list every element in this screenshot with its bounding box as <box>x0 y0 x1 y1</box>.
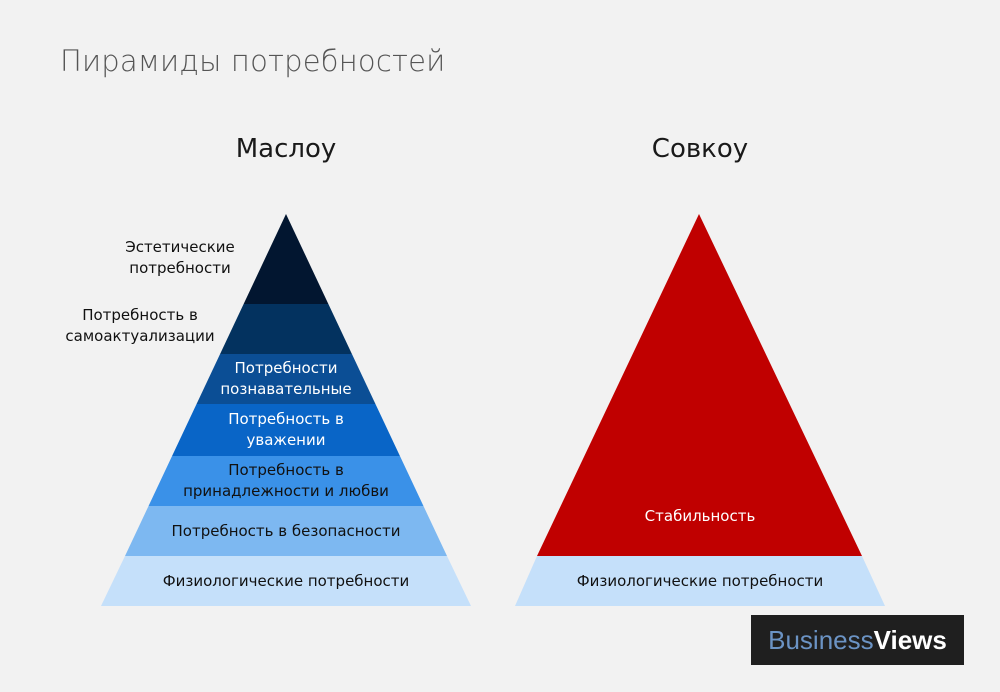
maslow-level-7 <box>101 556 471 606</box>
maslow-level-3-label: Потребности познавательные <box>220 359 352 398</box>
maslow-level-6 <box>125 506 447 556</box>
maslow-title: Маслоу <box>235 134 337 164</box>
maslow-level-4 <box>172 404 400 456</box>
sovok-level-2 <box>515 556 885 606</box>
maslow-level-1-label: Эстетические потребности <box>125 238 235 277</box>
maslow-pyramid <box>101 214 471 606</box>
sovok-level-1-label: Стабильность <box>644 506 756 525</box>
maslow-level-7-label: Физиологические потребности <box>162 571 410 590</box>
sovok-pyramid <box>515 214 885 606</box>
maslow-level-1 <box>243 214 329 304</box>
maslow-level-2-label: Потребность в самоактуализации <box>65 306 215 345</box>
sovok-title: Совкоу <box>651 134 749 164</box>
brand-part1: Business <box>768 624 874 655</box>
sovok-level-2-label: Физиологические потребности <box>576 571 824 590</box>
maslow-level-5 <box>148 456 424 506</box>
maslow-level-5-label: Потребность в принадлежности и любви <box>183 461 389 500</box>
brand-part2: Views <box>873 624 947 655</box>
maslow-level-2 <box>220 304 352 354</box>
maslow-level-4-label: Потребность в уважении <box>228 410 344 449</box>
page-title: Пирамиды потребностей <box>60 44 446 78</box>
maslow-level-3 <box>196 354 376 404</box>
sovok-level-1 <box>537 214 862 556</box>
maslow-level-6-label: Потребность в безопасности <box>171 521 401 540</box>
